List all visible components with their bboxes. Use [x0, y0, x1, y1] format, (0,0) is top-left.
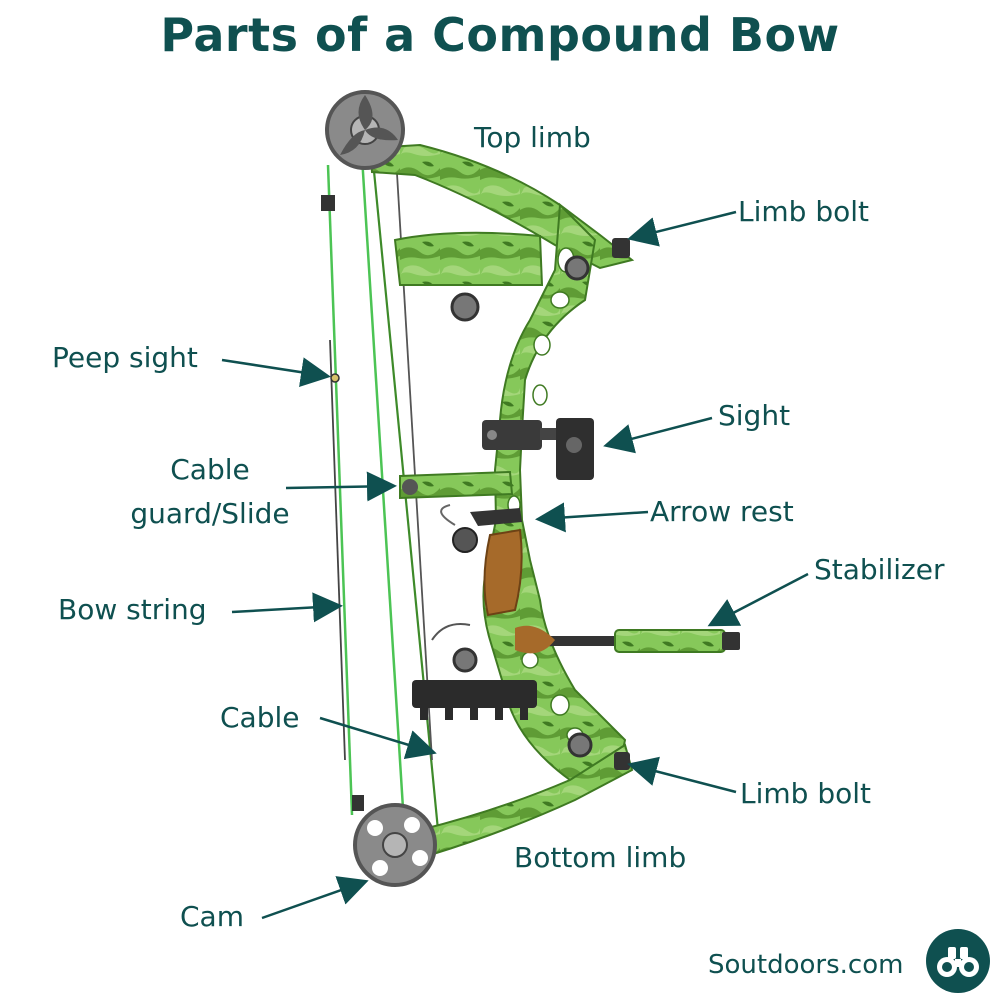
top-cam: [325, 90, 405, 170]
label-cable-guard-line2: guard/Slide: [130, 497, 290, 530]
bow-string: [326, 164, 354, 816]
cable-guard: [399, 470, 514, 500]
sight-assembly: [482, 418, 594, 480]
pocket-bolt-2: [564, 255, 590, 281]
label-limb-bolt-bottom: Limb bolt: [740, 777, 871, 810]
callout-arrow-cam: [261, 876, 369, 920]
callout-arrow-arrow-rest: [535, 502, 649, 533]
limb-bolt-top: [612, 238, 630, 258]
callout-arrows: [221, 210, 809, 920]
label-top-limb: Top limb: [474, 121, 591, 154]
label-cable: Cable: [220, 701, 300, 734]
brand-text: Soutdoors.com: [708, 950, 904, 980]
label-bow-string: Bow string: [58, 593, 207, 626]
peep-sight-marker: [330, 373, 340, 383]
quiver: [412, 680, 537, 720]
callout-arrow-limb-bolt-top: [627, 210, 737, 247]
string-stopper-top: [321, 195, 335, 211]
grip: [483, 528, 523, 617]
label-cam: Cam: [180, 900, 244, 933]
label-cable-guard: Cable guard/Slide: [110, 448, 310, 536]
callout-arrow-cable: [319, 716, 437, 760]
pocket-bolt-1: [450, 292, 480, 322]
upper-limb-pocket: [393, 231, 544, 286]
callout-arrow-bow-string: [231, 592, 343, 623]
label-peep-sight: Peep sight: [52, 341, 198, 374]
callout-arrow-cable-guard: [285, 471, 397, 502]
label-bottom-limb: Bottom limb: [514, 841, 687, 874]
label-sight: Sight: [718, 399, 791, 432]
label-limb-bolt-top: Limb bolt: [738, 195, 869, 228]
callout-arrow-peep-sight: [221, 357, 331, 388]
limb-bolt-bottom: [614, 752, 630, 770]
page-title: Parts of a Compound Bow: [160, 8, 840, 62]
bottom-cam: [353, 803, 437, 887]
callout-arrow-stabilizer: [707, 572, 809, 627]
callout-arrow-limb-bolt-bottom: [627, 756, 737, 794]
binoculars-icon: [926, 929, 990, 993]
label-stabilizer: Stabilizer: [814, 553, 945, 586]
arrow-rest-assembly: [440, 504, 522, 553]
label-arrow-rest: Arrow rest: [650, 495, 794, 528]
pocket-bolt-4: [452, 647, 478, 673]
cable-slide: [402, 479, 418, 495]
string-stopper-bottom: [352, 795, 364, 811]
pocket-bolt-3: [567, 732, 593, 758]
callout-arrow-sight: [603, 416, 713, 454]
label-cable-guard-line1: Cable: [170, 453, 250, 486]
stabilizer-rod: [515, 625, 740, 654]
